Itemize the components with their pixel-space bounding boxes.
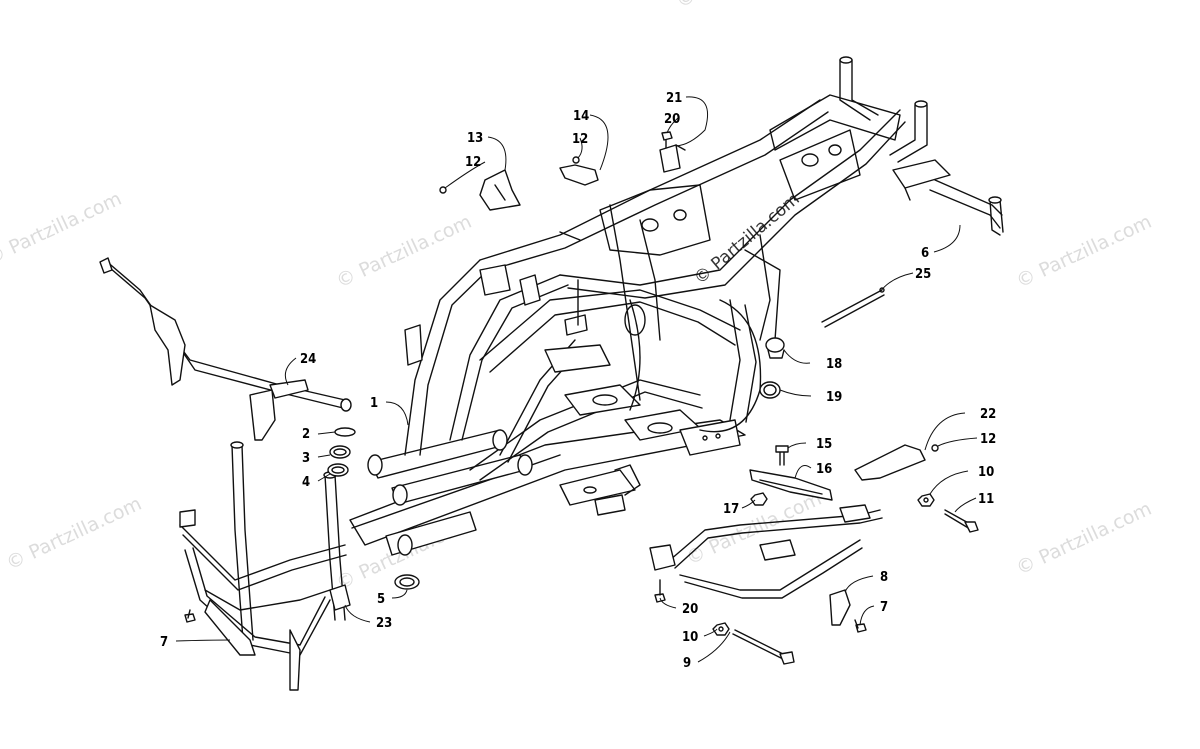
callout-12-a: 12: [465, 155, 481, 170]
callout-labels: 1 2 3 4 5 6 7 7 8 9 10 10 11 12 12 12 13…: [160, 91, 996, 671]
leader-lines: [175, 96, 978, 663]
callout-6: 6: [921, 246, 929, 261]
watermark: © Partzilla.com: [0, 188, 125, 270]
callout-12-b: 12: [572, 132, 588, 147]
watermark: © Partzilla.com: [333, 211, 475, 293]
callout-7-left: 7: [160, 635, 168, 650]
callout-10-right: 10: [978, 465, 994, 480]
part-24-front-rack-tube: [99, 257, 352, 441]
center-watermark: © Partzilla.com: [690, 189, 803, 289]
callout-22: 22: [980, 407, 996, 422]
watermark: © Partzilla.com: [3, 493, 145, 575]
part-21-bracket: [659, 144, 686, 173]
part-19-grommet: [759, 381, 781, 399]
callout-24: 24: [300, 352, 316, 367]
hardware: [184, 131, 979, 665]
callout-12-c: 12: [980, 432, 996, 447]
callout-2: 2: [302, 427, 310, 442]
part-22-footrest-bracket: [854, 444, 926, 481]
part-18-plug: [765, 337, 785, 359]
callout-5: 5: [377, 592, 385, 607]
callout-14: 14: [573, 109, 589, 124]
callout-20-top: 20: [664, 112, 680, 127]
callout-16: 16: [816, 462, 832, 477]
part-13-bracket: [479, 169, 521, 211]
watermark: © Partzilla.com: [1013, 211, 1155, 293]
callout-15: 15: [816, 437, 832, 452]
callout-10-bottom: 10: [682, 630, 698, 645]
part-8-bracket: [829, 589, 851, 626]
callout-13: 13: [467, 131, 483, 146]
callout-11: 11: [978, 492, 994, 507]
part-14-bracket: [559, 164, 599, 186]
part-23-front-bumper: [179, 441, 351, 691]
watermark: © Partzilla.com: [1013, 498, 1155, 580]
callout-8: 8: [880, 570, 888, 585]
callout-19: 19: [826, 390, 842, 405]
callout-1: 1: [370, 396, 378, 411]
callout-25: 25: [915, 267, 931, 282]
callout-18: 18: [826, 357, 842, 372]
part-9-footrest-frame: [649, 504, 883, 599]
callout-4: 4: [302, 475, 310, 490]
callout-20-bottom: 20: [682, 602, 698, 617]
part-6-rear-bumper: [892, 159, 1004, 236]
main-frame: [349, 56, 928, 556]
watermark: © Partzilla.com: [673, 0, 815, 13]
callout-9: 9: [683, 656, 691, 671]
callout-23: 23: [376, 616, 392, 631]
callout-3: 3: [302, 451, 310, 466]
callout-21: 21: [666, 91, 682, 106]
callout-7-right: 7: [880, 600, 888, 615]
callout-17: 17: [723, 502, 739, 517]
part-25-strap: [821, 287, 885, 328]
